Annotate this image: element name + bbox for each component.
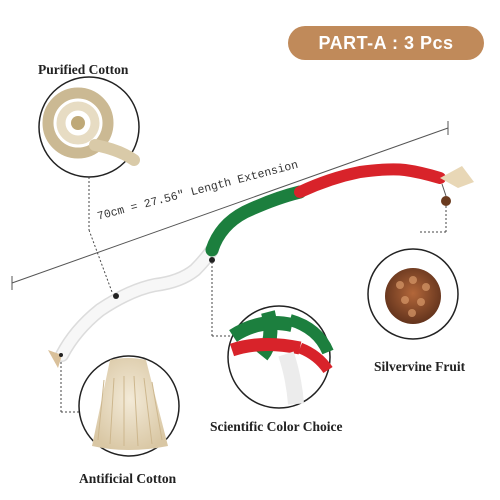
measure-line: [11, 121, 449, 290]
silvervine-fruit-image: [367, 248, 459, 340]
cat-toy-rope: [48, 163, 474, 368]
color-detail-image: [227, 305, 334, 409]
antificial-cotton-image: [78, 355, 180, 457]
scientific-color-label: Scientific Color Choice: [210, 419, 343, 434]
antificial-cotton-label: Antificial Cotton: [79, 471, 177, 486]
purified-cotton-label: Purified Cotton: [38, 62, 129, 77]
silvervine-fruit-label: Silvervine Fruit: [374, 359, 466, 374]
purified-cotton-image: [38, 76, 140, 178]
part-badge: PART-A : 3 Pcs: [288, 26, 484, 60]
